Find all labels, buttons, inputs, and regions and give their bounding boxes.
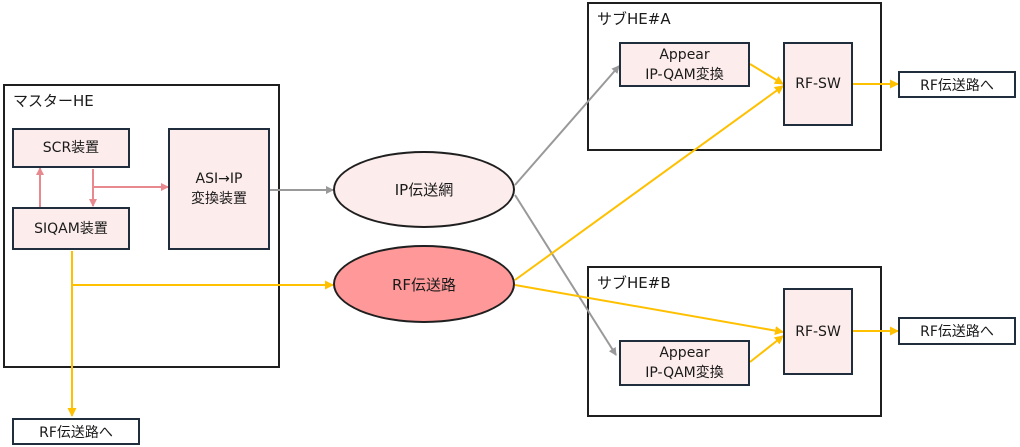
arrow-rf-to-rfsw-a [514, 85, 784, 281]
scr-device: SCR装置 [12, 128, 130, 168]
asi-ip-converter: ASI→IP 変換装置 [168, 128, 270, 250]
rfsw-a-box: RF-SW [783, 42, 853, 126]
arrow-appear-a-to-rfsw [749, 63, 784, 85]
rf-path-ellipse: RF伝送路 [333, 245, 515, 323]
arrow-rf-to-rfsw-b [514, 284, 784, 336]
ip-network-label: IP伝送網 [394, 181, 454, 199]
rfsw-b-box: RF-SW [783, 288, 853, 375]
rf-out-bottom: RF伝送路へ [12, 418, 140, 445]
siqam-device-label: SIQAM装置 [34, 220, 108, 237]
rf-path-label: RF伝送路 [391, 275, 457, 294]
rf-out-a-label: RF伝送路へ [920, 77, 994, 94]
appear-a-line2: IP-QAM変換 [645, 66, 724, 83]
appear-a-line1: Appear [659, 46, 710, 63]
rf-out-b-label: RF伝送路へ [920, 324, 994, 340]
rf-out-b: RF伝送路へ [898, 317, 1016, 345]
sub-he-b-title: サブHE#B [597, 274, 671, 292]
appear-b-line2: IP-QAM変換 [645, 365, 724, 381]
scr-device-label: SCR装置 [42, 140, 100, 156]
arrow-ip-to-appear-b [514, 194, 617, 356]
arrow-ip-to-appear-a [514, 65, 620, 186]
master-he-title: マスターHE [13, 92, 94, 110]
rf-out-a: RF伝送路へ [898, 71, 1016, 98]
asi-line2: 変換装置 [191, 191, 247, 207]
ip-network-ellipse: IP伝送網 [333, 151, 515, 228]
rf-out-bottom-label: RF伝送路へ [39, 424, 113, 441]
appear-b-line1: Appear [659, 345, 710, 361]
asi-line1: ASI→IP [195, 171, 243, 187]
appear-b-box: Appear IP-QAM変換 [619, 340, 750, 386]
rfsw-a-label: RF-SW [795, 76, 841, 92]
appear-a-box: Appear IP-QAM変換 [619, 42, 750, 87]
sub-he-a-title: サブHE#A [597, 10, 671, 28]
rfsw-b-label: RF-SW [795, 323, 841, 340]
arrow-appear-b-to-rfsw [749, 335, 784, 363]
siqam-device: SIQAM装置 [12, 207, 130, 250]
